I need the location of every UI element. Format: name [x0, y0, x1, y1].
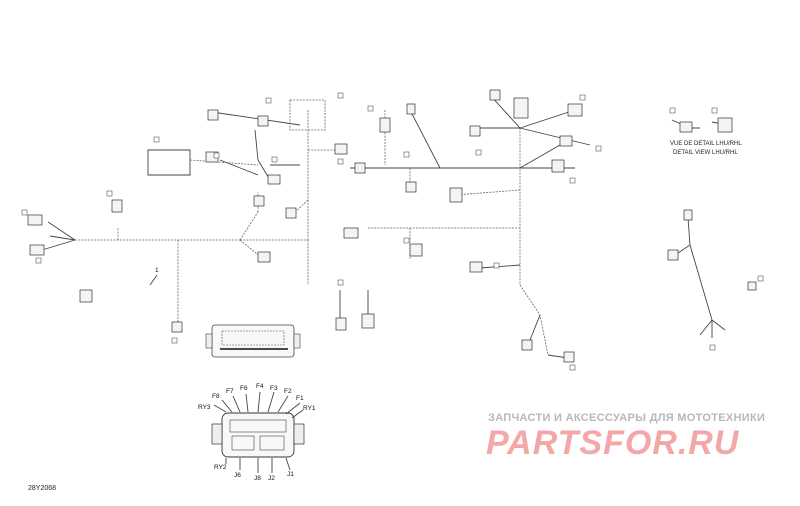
watermark-logo: PARTSFOR.RU	[486, 424, 740, 462]
connector-block	[559, 135, 573, 147]
connector-block	[207, 109, 219, 121]
callout-boxes	[21, 92, 764, 371]
fuse-label-f2: F2	[284, 388, 292, 395]
connector-block	[521, 339, 533, 351]
fuse-label-f6: F6	[240, 385, 248, 392]
connector-block	[469, 261, 483, 273]
connector-block	[27, 214, 43, 226]
connector-block	[717, 117, 733, 133]
connector-block	[354, 162, 366, 174]
connector-block	[667, 249, 679, 261]
connector-block	[405, 181, 417, 193]
connector-block	[551, 159, 565, 173]
connector-block	[683, 209, 693, 221]
connector-block	[111, 199, 123, 213]
fuse-label-f8: F8	[212, 393, 220, 400]
connector-block	[379, 117, 391, 133]
detail-view-fr: VUE DE DETAIL LHU/RHL	[670, 141, 742, 147]
relay-label-ry1: RY1	[303, 405, 316, 412]
part-code: 28Y2068	[28, 485, 57, 492]
item-number: 1	[155, 267, 159, 274]
relay-label-ry3: RY3	[198, 404, 211, 411]
connector-block	[449, 187, 463, 203]
connector-block	[406, 103, 416, 115]
connector-block	[343, 227, 359, 239]
connector-block	[361, 313, 375, 329]
connector-block	[563, 351, 575, 363]
fuse-label-f1: F1	[296, 395, 304, 402]
jack-label-j2: J2	[268, 475, 275, 482]
item-callout: 1	[149, 267, 159, 286]
connector-block	[513, 97, 529, 119]
connector-block	[257, 115, 269, 127]
connector-block	[257, 251, 271, 263]
fuse-label-f7: F7	[226, 388, 234, 395]
connectors	[27, 89, 757, 363]
connector-block	[29, 244, 45, 256]
fuse-box-top	[205, 324, 301, 358]
fuse-box-detail: F8 F7 F6 F4 F3 F2 F1 RY3 RY1 RY2 J6 J8 J…	[198, 383, 316, 482]
watermark-tagline: ЗАПЧАСТИ И АКСЕССУАРЫ ДЛЯ МОТОТЕХНИКИ	[488, 412, 766, 424]
jack-label-j6: J6	[234, 472, 241, 479]
connector-block	[79, 289, 93, 303]
relay-label-ry2: RY2	[214, 464, 227, 471]
fuse-label-f4: F4	[256, 383, 264, 390]
jack-label-j8: J8	[254, 475, 261, 482]
upper-left-branch	[147, 99, 326, 181]
detail-view-en: DETAIL VIEW LHU/RHL	[673, 150, 738, 156]
connector-block	[567, 103, 583, 117]
connector-block	[171, 321, 183, 333]
connector-block	[253, 195, 265, 207]
connector-block	[335, 317, 347, 331]
jack-label-j1: J1	[287, 471, 294, 478]
connector-block	[285, 207, 297, 219]
connector-block	[747, 281, 757, 291]
fuse-label-f3: F3	[270, 385, 278, 392]
connector-block	[334, 143, 348, 155]
connector-block	[679, 121, 693, 133]
connector-block	[489, 89, 501, 101]
right-harness-trunk	[339, 94, 591, 359]
connector-block	[409, 243, 423, 257]
detail-view: VUE DE DETAIL LHU/RHL DETAIL VIEW LHU/RH…	[670, 119, 742, 338]
connector-block	[267, 174, 281, 185]
connector-block	[469, 125, 481, 137]
